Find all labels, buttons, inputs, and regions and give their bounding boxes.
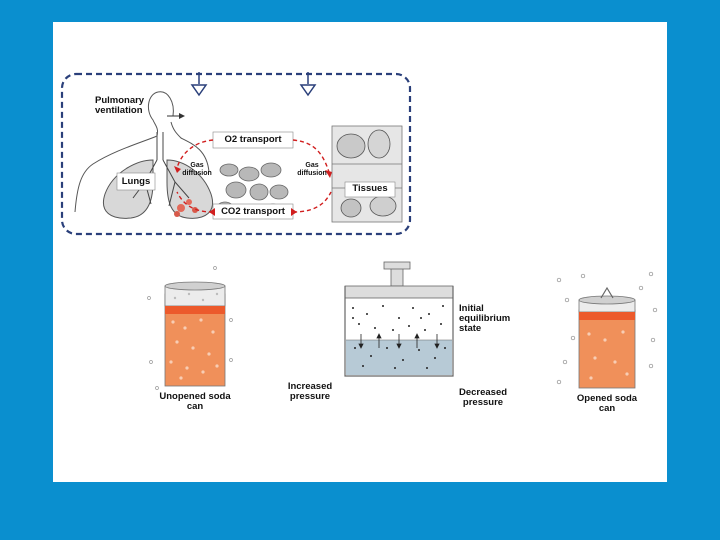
respiration-diagram [60,72,412,236]
red-arrowhead-icons [174,166,332,216]
airflow-arrow-icon [167,113,185,119]
gas-exchange-arrows [176,139,332,213]
lungs-label-box [116,172,156,191]
down-triangle-icon-left [190,72,208,97]
label-unopened-soda-can: Unopened soda can [159,391,231,412]
unopened-soda-can [164,281,226,387]
dissolved-gas-particles [354,347,446,369]
label-tissues: Tissues [352,183,388,194]
label-o2-transport: O2 transport [224,134,282,145]
pressure-diagrams [147,261,658,390]
label-opened-soda-can: Opened soda can [576,393,638,414]
exchange-arrow-icons [358,333,440,349]
slide-canvas: Pulmonary ventilation Lungs Gas diffusio… [53,22,667,482]
label-gas-diffusion-right: Gas diffusion [297,162,327,177]
down-triangle-icon-right [299,72,317,97]
label-gas-diffusion-left: Gas diffusion [182,162,212,177]
human-torso-illustration [74,91,210,213]
tissue-cells-illustration [331,125,403,223]
trachea [156,132,164,160]
label-increased-pressure: Increased pressure [287,381,333,402]
gas-particles [352,305,444,331]
escaping-bubbles [556,271,658,385]
label-initial-equilibrium-state: Initial equilibrium state [459,303,511,334]
label-co2-transport: CO2 transport [221,206,285,217]
label-pulmonary-ventilation: Pulmonary ventilation [95,95,145,116]
label-lungs: Lungs [121,176,151,187]
dashed-frame [60,72,412,236]
bubbles-around-unopened [147,266,233,390]
opened-soda-can [578,286,636,389]
label-decreased-pressure: Decreased pressure [458,387,508,408]
